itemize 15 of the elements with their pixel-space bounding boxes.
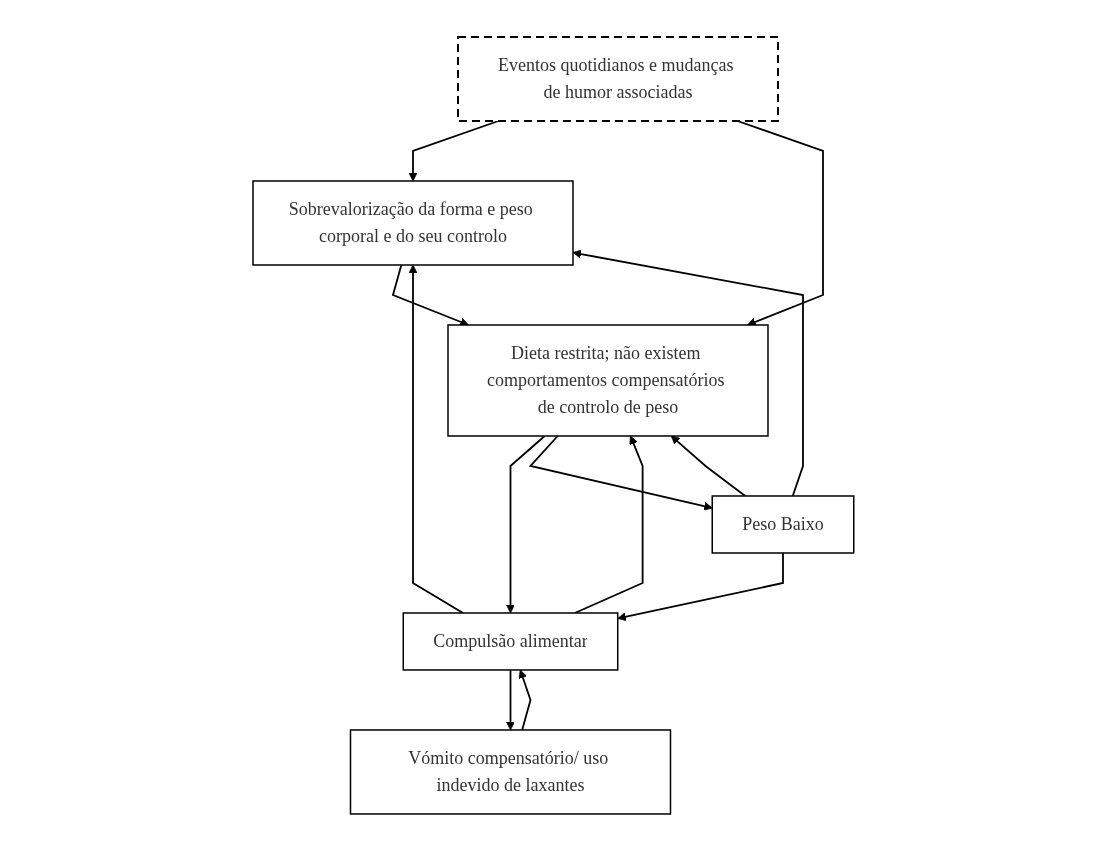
arrow	[572, 249, 804, 497]
node-box: Eventos quotidianos e mudanças de humor associadas	[456, 35, 779, 122]
arrow	[391, 263, 469, 326]
arrow	[736, 119, 824, 326]
node-box: Compulsão alimentar	[402, 611, 619, 671]
arrow	[518, 669, 532, 731]
arrow	[408, 119, 499, 181]
node-box: Dieta restrita; não existem comportamentos compensatórios de controlo de peso	[446, 323, 769, 437]
arrow	[505, 434, 546, 613]
arrow	[505, 668, 515, 730]
node-box: Sobrevalorização da forma e peso corporal e do seu controlo	[251, 179, 574, 266]
node-box: Peso Baixo	[711, 494, 855, 554]
arrow	[408, 264, 464, 614]
node-box: Vómito compensatório/ uso indevido de laxantes	[349, 728, 671, 815]
arrow	[670, 435, 746, 497]
